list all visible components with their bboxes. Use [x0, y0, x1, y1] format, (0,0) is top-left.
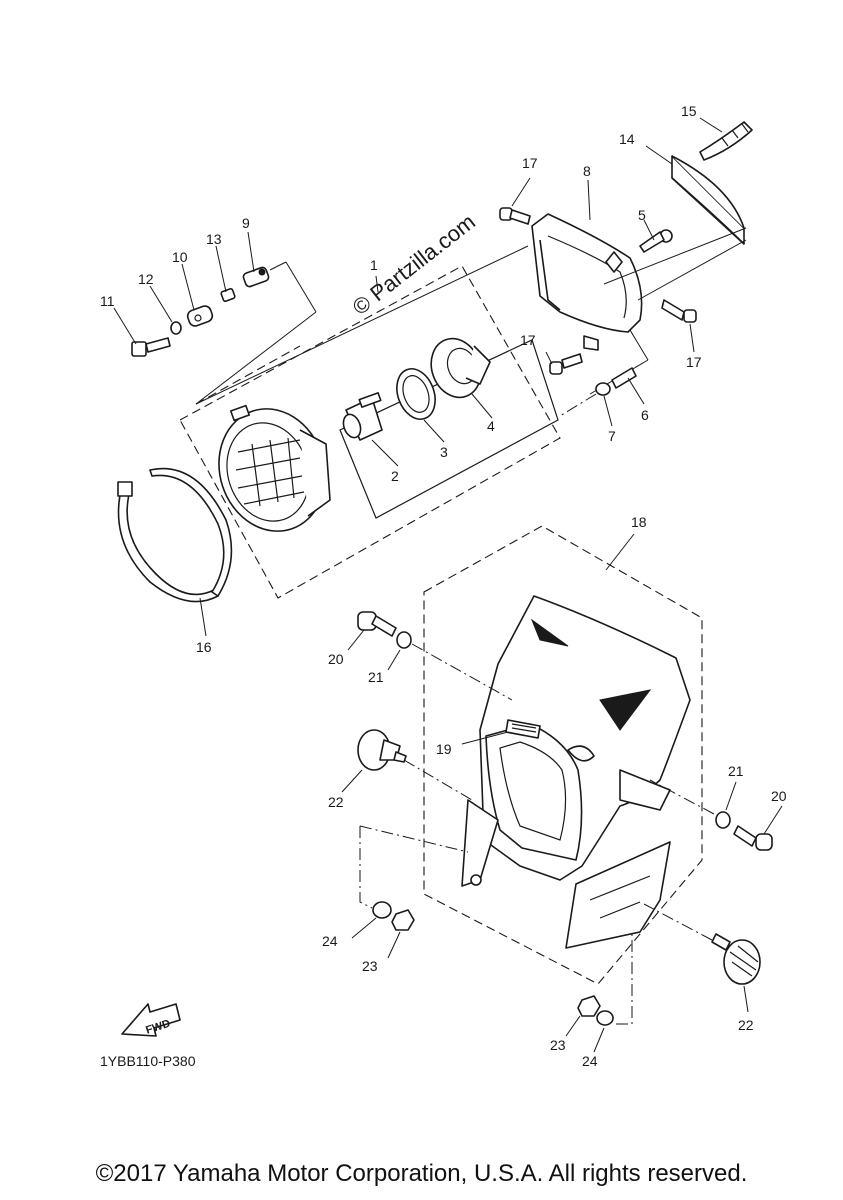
- washer-part-12[interactable]: [170, 321, 182, 335]
- inner-bracket-boundary: [195, 345, 301, 405]
- callout-7: 7: [608, 428, 616, 444]
- callout-6: 6: [641, 407, 649, 423]
- callout-4: 4: [487, 418, 495, 434]
- watermark-text: © Partzilla.com: [348, 209, 480, 320]
- callout-17-upper: 17: [522, 155, 538, 171]
- callout-16: 16: [196, 639, 212, 655]
- washer-part-24-right[interactable]: [596, 1010, 614, 1026]
- collar-part-9[interactable]: [242, 266, 270, 288]
- callout-15: 15: [681, 103, 697, 119]
- headlight-rim-band[interactable]: [117, 467, 233, 603]
- callout-21-left: 21: [368, 669, 384, 685]
- callout-24-right: 24: [582, 1053, 598, 1069]
- callout-10: 10: [172, 249, 188, 265]
- nut-part-23-right[interactable]: [577, 995, 601, 1017]
- fastener-knob-part-22-right[interactable]: [711, 933, 761, 985]
- bolt-part-17-right[interactable]: [661, 299, 697, 323]
- nut-part-7[interactable]: [595, 382, 611, 396]
- damper-part-10[interactable]: [186, 304, 214, 327]
- bolt-part-20-right[interactable]: [733, 825, 773, 851]
- headlight-stay-bracket[interactable]: [531, 213, 643, 351]
- callout-20-right: 20: [771, 788, 787, 804]
- headlight-unit[interactable]: [203, 395, 340, 545]
- callout-12: 12: [138, 271, 154, 287]
- callout-5: 5: [638, 207, 646, 223]
- callout-22-left: 22: [328, 794, 344, 810]
- callout-23-left: 23: [362, 958, 378, 974]
- callout-23-right: 23: [550, 1037, 566, 1053]
- headlight-cover-body[interactable]: [479, 595, 691, 881]
- callout-17-right: 17: [686, 354, 702, 370]
- callout-11: 11: [100, 293, 115, 309]
- callout-14: 14: [619, 131, 635, 147]
- headlight-plate-part-14[interactable]: [671, 155, 745, 245]
- callout-1: 1: [370, 257, 378, 273]
- callout-leaders: [113, 117, 783, 1053]
- callout-22-right: 22: [738, 1017, 754, 1033]
- headlight-cover-lower-shroud[interactable]: [565, 841, 671, 949]
- nut-part-23-left[interactable]: [391, 909, 415, 931]
- callout-21-right: 21: [728, 763, 744, 779]
- headlight-cover-boundary: [423, 525, 703, 985]
- bolt-part-17-upper[interactable]: [499, 207, 531, 225]
- collar-part-21-left[interactable]: [396, 631, 412, 649]
- callout-2: 2: [391, 468, 399, 484]
- callout-20-left: 20: [328, 651, 344, 667]
- diagram-code: 1YBB110-P380: [100, 1053, 196, 1069]
- bolt-part-20-left[interactable]: [357, 611, 397, 637]
- fastener-knob-part-22-left[interactable]: [357, 729, 407, 771]
- emblem-part-19[interactable]: [505, 719, 541, 739]
- screw-part-6[interactable]: [611, 367, 637, 389]
- collar-part-21-right[interactable]: [715, 811, 731, 829]
- forward-direction-arrow: FWD: [121, 1003, 181, 1037]
- callout-17-middle: 17: [520, 332, 536, 348]
- washer-part-24-left[interactable]: [372, 901, 392, 919]
- bulb-socket-ring[interactable]: [390, 363, 442, 424]
- callout-labels: 1 2 3 4 5 6 7 8 9 10 11 12 13 14 15 16 1…: [100, 103, 787, 1069]
- bulb-cover[interactable]: [423, 332, 491, 405]
- callout-24-left: 24: [322, 933, 338, 949]
- cable-band-part-15[interactable]: [699, 121, 753, 161]
- bolt-part-17-middle[interactable]: [549, 353, 583, 375]
- callout-9: 9: [242, 215, 250, 231]
- bolt-part-11[interactable]: [131, 337, 171, 357]
- copyright-notice: ©2017 Yamaha Motor Corporation, U.S.A. A…: [95, 1160, 748, 1187]
- callout-19: 19: [436, 741, 452, 757]
- callout-8: 8: [583, 163, 591, 179]
- pin-part-13[interactable]: [220, 288, 236, 302]
- headlight-cover-left-tab[interactable]: [461, 799, 499, 887]
- callout-3: 3: [440, 444, 448, 460]
- callout-18: 18: [631, 514, 647, 530]
- screw-part-5[interactable]: [639, 229, 673, 253]
- headlight-assembly-boundary: [179, 265, 561, 599]
- headlight-bulb[interactable]: [340, 392, 383, 441]
- callout-13: 13: [206, 231, 222, 247]
